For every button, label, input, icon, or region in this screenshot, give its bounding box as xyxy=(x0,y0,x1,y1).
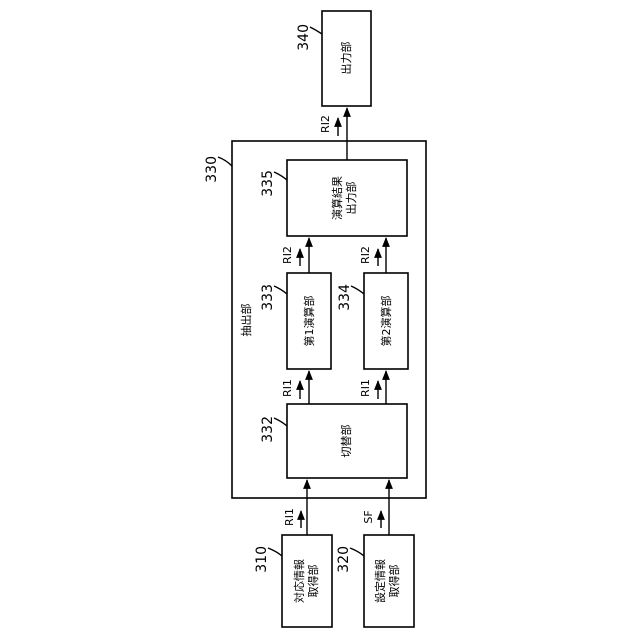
ref-332: 332 xyxy=(260,416,276,443)
ref-310: 310 xyxy=(254,546,270,573)
ref-340: 340 xyxy=(296,24,312,51)
signal-320: SF xyxy=(362,510,381,528)
ref-330: 330 xyxy=(204,156,220,183)
block-310-line1: 対応情報 xyxy=(292,559,306,603)
signal-310: RI1 xyxy=(283,508,301,528)
signal-335: RI2 xyxy=(319,115,338,136)
block-340-label: 出力部 xyxy=(339,42,353,75)
signal-335-label: RI2 xyxy=(319,115,332,133)
block-310: 対応情報 取得部 310 xyxy=(254,535,332,627)
block-332-label: 切替部 xyxy=(339,425,353,458)
block-335-line2: 出力部 xyxy=(344,182,358,215)
block-335-line1: 演算結果 xyxy=(330,176,344,220)
block-320: 設定情報 取得部 320 xyxy=(336,535,414,627)
ref-335: 335 xyxy=(260,170,276,197)
label-330: 抽出部 xyxy=(239,304,253,337)
block-310-line2: 取得部 xyxy=(306,565,320,598)
ref-320: 320 xyxy=(336,546,352,573)
block-320-line1: 設定情報 xyxy=(373,559,387,603)
signal-334-label: RI2 xyxy=(359,246,372,264)
block-334-label: 第2演算部 xyxy=(379,296,393,347)
signal-332b-label: RI1 xyxy=(359,379,372,397)
signal-333-label: RI2 xyxy=(281,246,294,264)
signal-320-label: SF xyxy=(362,510,375,523)
ref-333: 333 xyxy=(260,284,276,311)
block-320-line2: 取得部 xyxy=(387,565,401,598)
signal-332a-label: RI1 xyxy=(281,379,294,397)
block-333-label: 第1演算部 xyxy=(302,296,316,347)
ref-334: 334 xyxy=(337,284,353,311)
signal-310-label: RI1 xyxy=(283,508,296,526)
block-340: 出力部 340 xyxy=(296,11,371,106)
